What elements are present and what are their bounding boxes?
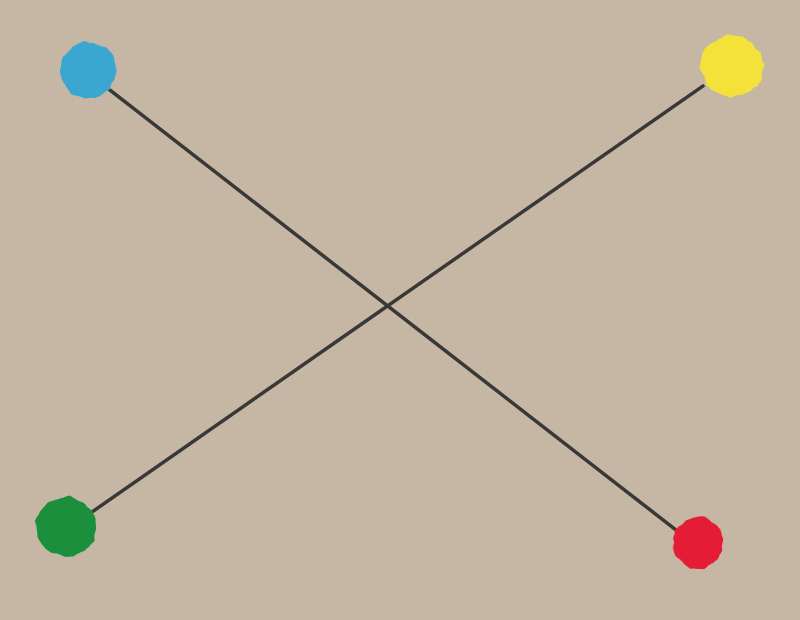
line-blue-to-red: [104, 85, 678, 532]
connection-lines: [90, 84, 705, 532]
line-green-to-yellow: [90, 84, 705, 514]
green-dot: [36, 497, 96, 557]
colored-dots: [36, 35, 763, 568]
red-dot: [673, 518, 723, 568]
yellow-dot: [701, 35, 763, 97]
blue-dot: [60, 42, 116, 98]
